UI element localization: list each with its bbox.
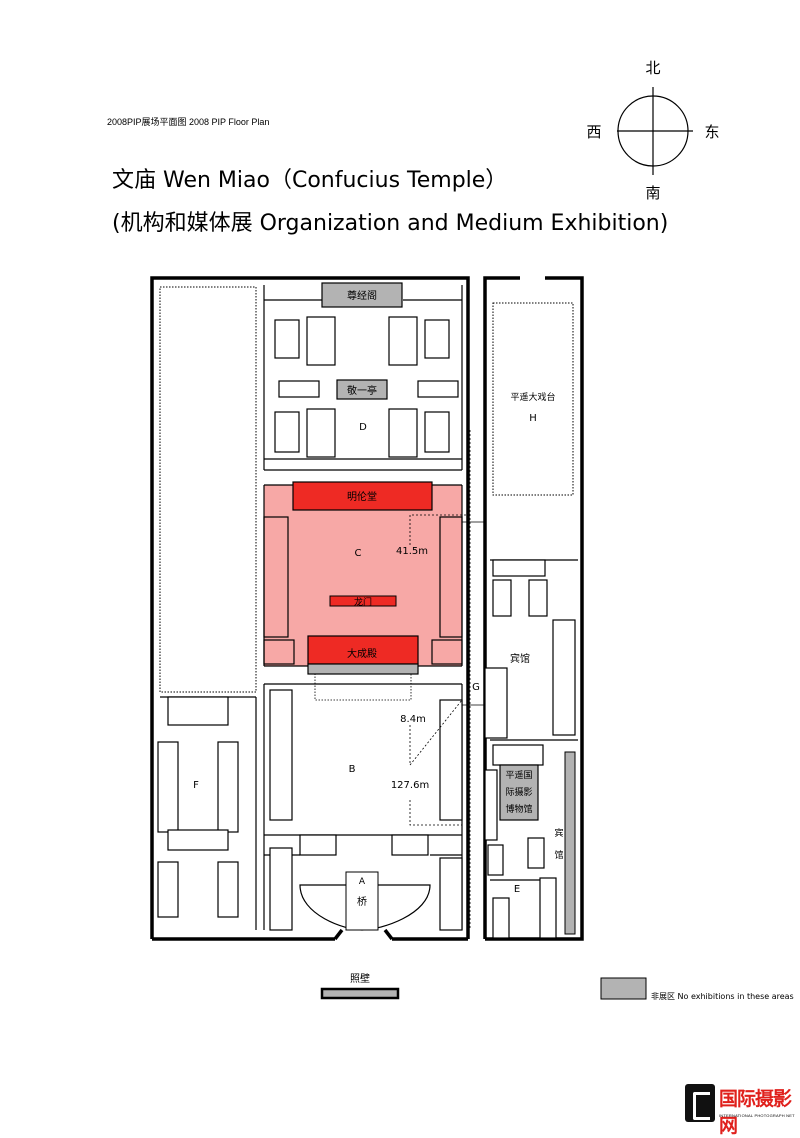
dacheng-terrace [314, 673, 412, 701]
museum-label-line2: 际摄影 [505, 786, 532, 798]
zone-e-label: E [514, 884, 520, 895]
page-title: 文庙 Wen Miao（Confucius Temple） [112, 168, 508, 193]
compass-north: 北 [645, 59, 660, 77]
zone-f-label: F [193, 780, 199, 791]
theater-label: 平遥大戏台 [510, 391, 555, 403]
hotel-strip-label1: 宾 [554, 827, 563, 839]
zunjingge-building [321, 282, 403, 308]
compass-east: 东 [704, 123, 719, 141]
theater-stage [492, 302, 574, 496]
dacheng-hall-platform [307, 663, 419, 675]
dragon-gate-label: 龙门 [354, 596, 372, 608]
main-compound-walls [150, 276, 470, 941]
screen-wall [320, 987, 400, 1000]
museum-building [499, 764, 539, 821]
bridge-label: 桥 [357, 896, 367, 908]
dimension-127-6m: 127.6m [391, 780, 429, 791]
hotel-label: 宾馆 [510, 652, 530, 665]
dimension-8-4m: 8.4m [400, 714, 426, 725]
floor-plan-caption: 2008PIP展场平面图 2008 PIP Floor Plan [107, 117, 270, 127]
dragon-gate [329, 595, 397, 607]
museum-label-line1: 平遥国 [505, 769, 532, 781]
compass: 北 南 东 西 [586, 59, 719, 202]
legend-swatch [600, 977, 647, 1000]
zone-c-label: C [355, 548, 362, 559]
screen-wall-label: 照壁 [350, 972, 370, 985]
logo-subtext: INTERNATIONAL PHOTOGRAPH NET [719, 1113, 795, 1118]
legend-label: 非展区 No exhibitions in these areas [651, 991, 794, 1001]
jingyiting-building [336, 379, 388, 400]
gate-left [333, 928, 344, 941]
hotel-strip [564, 751, 576, 935]
compass-south: 南 [645, 184, 660, 202]
museum-label-line3: 博物馆 [505, 803, 532, 815]
west-hall [159, 286, 257, 693]
logo-mark-icon [685, 1084, 715, 1122]
page-subtitle: (机构和媒体展 Organization and Medium Exhibiti… [112, 211, 669, 236]
zone-h-label: H [529, 413, 537, 424]
zone-b-label: B [349, 764, 356, 775]
site-logo: 国际摄影网 INTERNATIONAL PHOTOGRAPH NET [683, 1082, 795, 1137]
jingyiting-label: 敬一亭 [347, 384, 377, 397]
hotel-strip-label2: 馆 [554, 849, 563, 861]
minglun-hall [292, 481, 433, 511]
zone-d-label: D [359, 422, 367, 433]
dacheng-hall-label: 大成殿 [347, 647, 377, 660]
bridge [345, 871, 379, 931]
logo-text: 国际摄影网 [719, 1088, 792, 1137]
zunjingge-label: 尊经阁 [347, 289, 377, 302]
compass-west: 西 [586, 123, 601, 141]
zone-a-label: A [359, 877, 366, 887]
zone-g-label: G [472, 682, 480, 693]
gate-right [383, 928, 394, 941]
minglun-hall-label: 明伦堂 [347, 490, 377, 503]
dimension-41-5m: 41.5m [396, 546, 428, 557]
